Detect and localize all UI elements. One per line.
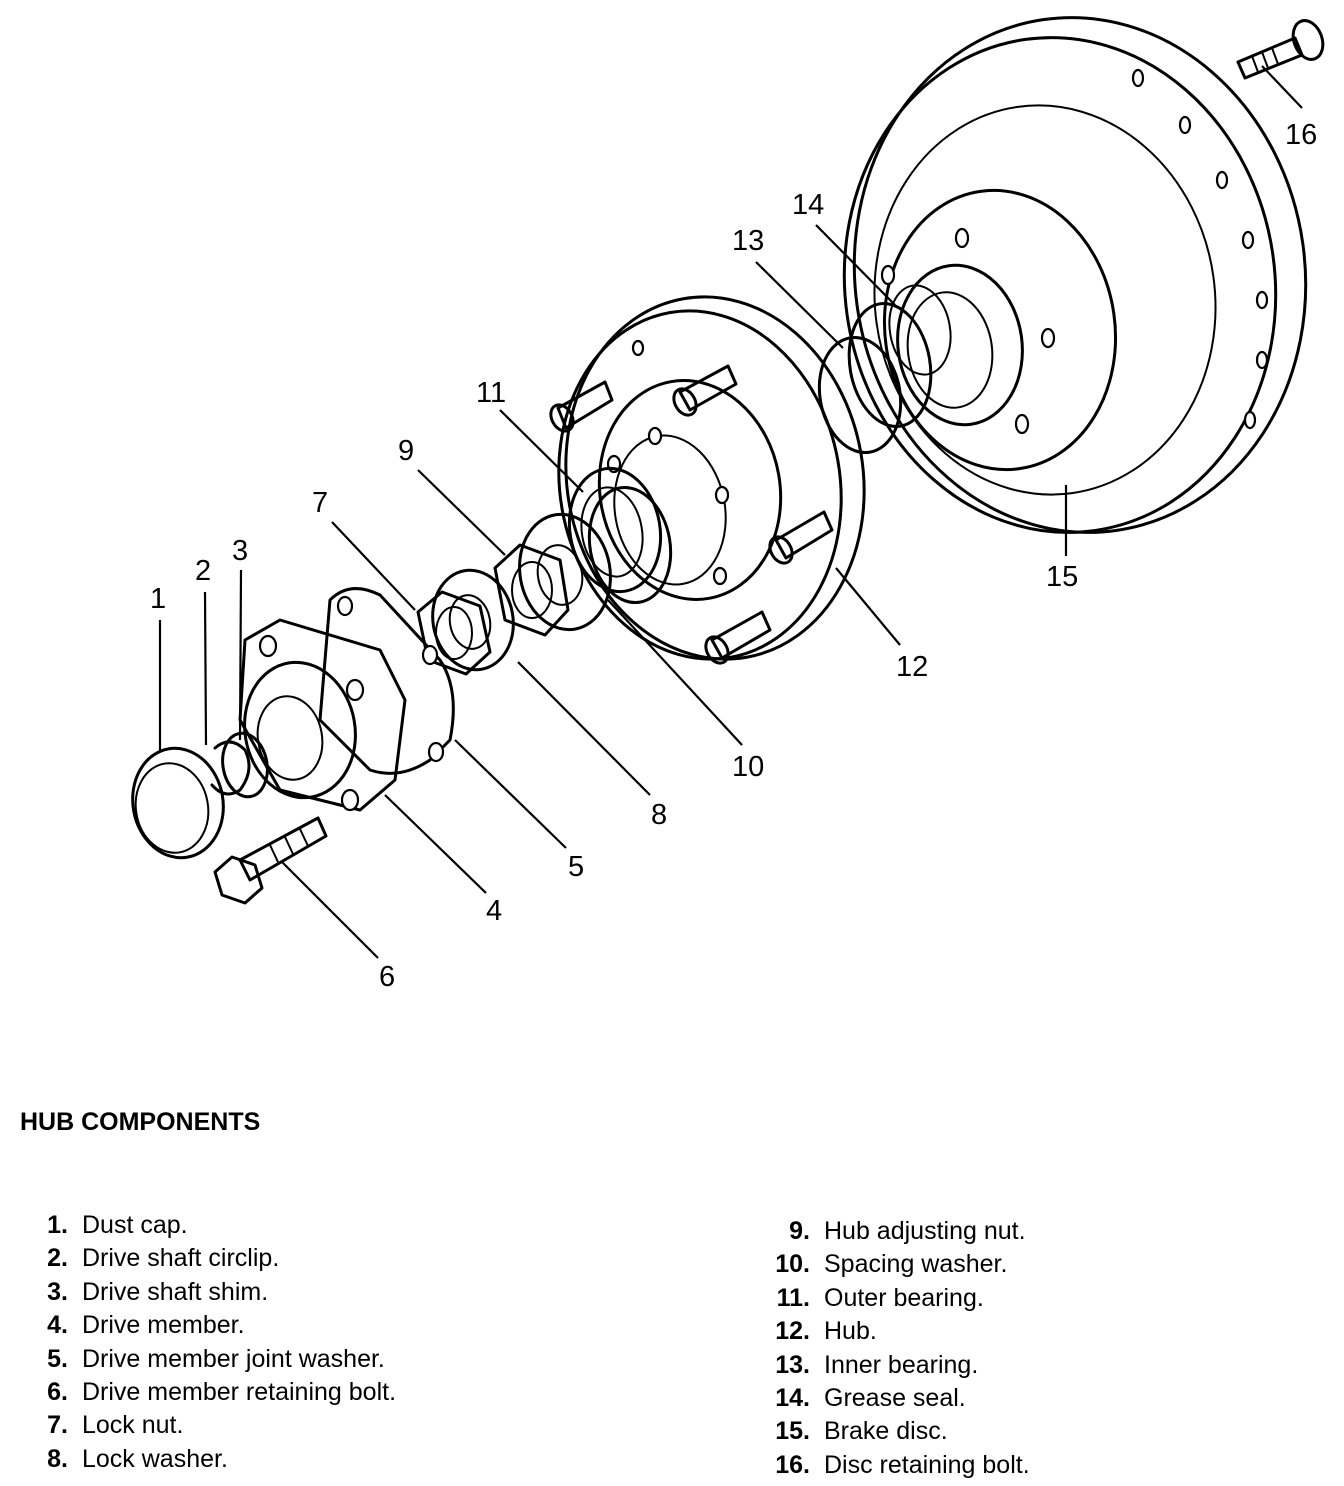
callout-6: 6 (379, 961, 395, 993)
legend-number: 10. (775, 1250, 810, 1279)
legend-number: 5. (47, 1344, 68, 1373)
legend-right-column: 9.Hub adjusting nut. 10.Spacing washer. … (764, 1215, 1030, 1482)
legend-label: Drive member. (82, 1311, 245, 1340)
legend-label: Dust cap. (82, 1211, 188, 1239)
callout-11: 11 (476, 377, 506, 409)
legend-label: Drive member retaining bolt. (82, 1377, 397, 1406)
hub (549, 295, 866, 665)
legend-item: 2. Drive shaft circlip. (30, 1242, 396, 1275)
brake-disc (842, 16, 1308, 534)
legend-number: 8. (47, 1444, 68, 1473)
legend-item: 3. Drive shaft shim. (30, 1276, 396, 1309)
drive-member (238, 595, 445, 812)
legend-label: Inner bearing. (824, 1350, 979, 1379)
callout-5: 5 (568, 851, 584, 883)
callout-1: 1 (150, 583, 166, 615)
legend-number: 12. (775, 1317, 810, 1346)
legend-item: 15. Brake disc. (764, 1415, 1030, 1448)
legend-item: 14. Grease seal. (764, 1382, 1030, 1415)
legend-item: 4. Drive member. (30, 1309, 396, 1342)
legend-item: 10. Spacing washer. (764, 1248, 1030, 1281)
drive-shaft-circlip (210, 740, 251, 796)
legend-number: 16. (775, 1450, 810, 1479)
legend-number: 14. (775, 1383, 810, 1412)
legend-label: Drive shaft circlip. (82, 1244, 280, 1273)
legend-item: 16. Disc retaining bolt. (764, 1449, 1030, 1482)
legend-label: Grease seal. (824, 1383, 966, 1412)
legend-label: Outer bearing. (824, 1283, 984, 1312)
callout-3: 3 (232, 535, 248, 567)
legend-label: Disc retaining bolt. (824, 1450, 1030, 1479)
drive-member-joint-washer (318, 587, 455, 775)
hub-adjusting-nut (493, 543, 570, 637)
leader-lines (158, 65, 1303, 959)
legend-label: Drive member joint washer. (82, 1344, 385, 1373)
legend-item: 1. Dust cap. (30, 1209, 396, 1242)
callout-10: 10 (732, 751, 764, 783)
legend-item: 13. Inner bearing. (764, 1349, 1030, 1382)
spacing-washer (518, 512, 612, 632)
legend-item: 6. Drive member retaining bolt. (30, 1376, 396, 1409)
callout-15: 15 (1046, 561, 1078, 593)
lock-washer (431, 568, 515, 672)
legend-number: 15. (775, 1417, 810, 1446)
legend-label: Hub. (824, 1317, 877, 1346)
dust-cap (131, 746, 225, 860)
callout-7: 7 (312, 487, 328, 519)
legend-label: Brake disc. (824, 1417, 948, 1446)
callout-13: 13 (732, 225, 764, 257)
legend-item: 5. Drive member joint washer. (30, 1343, 396, 1376)
legend-label: Lock nut. (82, 1411, 184, 1440)
callout-4: 4 (486, 895, 502, 927)
legend-number: 11. (776, 1283, 810, 1312)
legend-number: 13. (775, 1350, 810, 1379)
legend-number: 2. (47, 1244, 68, 1273)
legend-number: 7. (47, 1411, 68, 1440)
callout-8: 8 (651, 799, 667, 831)
legend-item: 12. Hub. (764, 1315, 1030, 1348)
legend-label: Lock washer. (82, 1444, 228, 1473)
legend-label: Hub adjusting nut. (824, 1217, 1026, 1245)
legend-number: 4. (47, 1311, 68, 1340)
legend-number: 1. (47, 1211, 68, 1239)
exploded-hub-diagram: 1 2 3 4 5 6 7 8 9 10 11 12 13 14 15 16 (131, 16, 1325, 993)
disc-retaining-bolt (1236, 19, 1325, 80)
legend-item: 8. Lock washer. (30, 1443, 396, 1476)
drive-member-retaining-bolt (213, 816, 328, 905)
callout-2: 2 (195, 555, 211, 587)
legend-number: 9. (789, 1217, 810, 1245)
legend-item: 7. Lock nut. (30, 1409, 396, 1442)
legend-left-column: 1. Dust cap. 2. Drive shaft circlip. 3. Dri… (30, 1209, 396, 1476)
inner-bearing-seal (817, 284, 952, 455)
callout-9: 9 (398, 435, 414, 467)
legend-label: Spacing washer. (824, 1250, 1008, 1279)
outer-bearing (567, 466, 673, 605)
diagram-caption: HUB COMPONENTS (20, 1108, 261, 1136)
legend-item: 9. Hub adjusting nut. (764, 1215, 1030, 1248)
legend-number: 6. (47, 1377, 68, 1406)
legend-label: Drive shaft shim. (82, 1277, 269, 1306)
callout-16: 16 (1285, 119, 1317, 151)
legend-item: 11. Outer bearing. (764, 1282, 1030, 1315)
callout-14: 14 (792, 189, 824, 221)
callout-numbers: 1 2 3 4 5 6 7 8 9 10 11 12 13 14 15 16 (150, 119, 1317, 993)
legend-number: 3. (47, 1277, 68, 1306)
callout-12: 12 (896, 651, 928, 683)
